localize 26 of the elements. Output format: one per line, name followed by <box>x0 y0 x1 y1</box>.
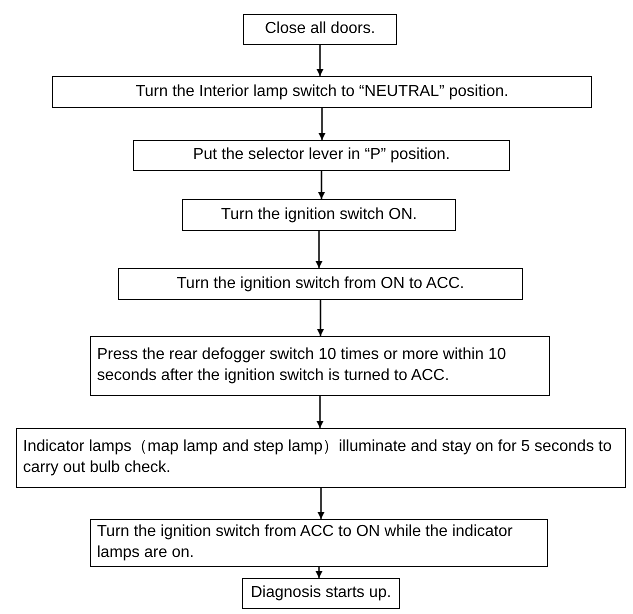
process-box <box>243 14 397 45</box>
arrow <box>316 396 324 428</box>
process-box <box>90 519 548 567</box>
arrow <box>318 108 326 140</box>
step-text: Turn the Interior lamp switch to “NEUTRAL” position. <box>136 82 508 102</box>
process-box <box>118 268 523 300</box>
step-text: Indicator lamps（map lamp and step lamp）illuminate and stay on for 5 seconds to carry out bulb check. <box>23 437 613 478</box>
process-box <box>16 428 626 488</box>
process-box <box>133 140 510 171</box>
arrow <box>317 300 324 336</box>
arrow <box>316 231 322 268</box>
process-box <box>242 578 400 609</box>
arrow <box>316 567 322 578</box>
arrow <box>318 488 324 519</box>
step-text: Turn the ignition switch ON. <box>221 204 417 225</box>
step-text: Diagnosis starts up. <box>250 583 392 604</box>
step-text: Turn the ignition switch from ACC to ON while the indicator lamps are on. <box>97 522 514 563</box>
step-text: Turn the ignition switch from ON to ACC. <box>176 274 464 294</box>
arrow <box>318 171 325 199</box>
step-text: Close all doors. <box>264 19 376 40</box>
process-box <box>90 336 550 396</box>
step-text: Press the rear defogger switch 10 times or more within 10 seconds after the ignition switch is turned to ACC. <box>97 345 508 386</box>
process-box <box>52 76 592 108</box>
step-text: Put the selector lever in “P” position. <box>192 145 450 166</box>
arrow <box>316 45 324 76</box>
process-box <box>182 199 456 231</box>
